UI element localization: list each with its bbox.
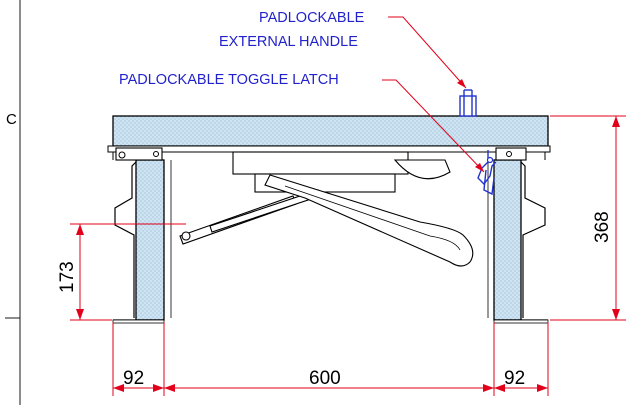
hinge-mechanism	[179, 151, 474, 267]
left-upstand-wall	[114, 159, 165, 321]
external-handle-leader	[388, 16, 467, 89]
hinge-height-dimension	[70, 223, 186, 321]
toggle-latch-icon	[477, 150, 497, 196]
toggle-latch-leader	[382, 79, 485, 173]
lid-hinge-block	[115, 147, 163, 161]
hinge-height-value: 173	[57, 261, 78, 293]
overall-height-dimension	[550, 115, 626, 321]
external-handle-label: EXTERNAL HANDLE	[219, 34, 358, 50]
clear-opening-value: 600	[309, 368, 341, 389]
left-wall-dimension	[113, 384, 164, 392]
overall-height-value: 368	[592, 211, 613, 243]
external-handle-icon	[459, 89, 477, 117]
hatch-lid	[107, 115, 551, 160]
toggle-latch-label: PADLOCKABLE TOGGLE LATCH	[119, 72, 339, 88]
external-handle-label: PADLOCKABLE	[259, 10, 365, 26]
right-upstand-wall	[493, 159, 546, 321]
left-wall-value: 92	[123, 368, 144, 389]
width-dimension-extension-lines	[112, 322, 549, 396]
latch-keeper-block	[495, 147, 527, 161]
clear-opening-dimension	[164, 384, 494, 392]
base-flange	[112, 319, 549, 324]
margin-zone-letter: C	[6, 111, 17, 128]
right-wall-dimension	[494, 384, 548, 392]
right-wall-value: 92	[504, 368, 525, 389]
